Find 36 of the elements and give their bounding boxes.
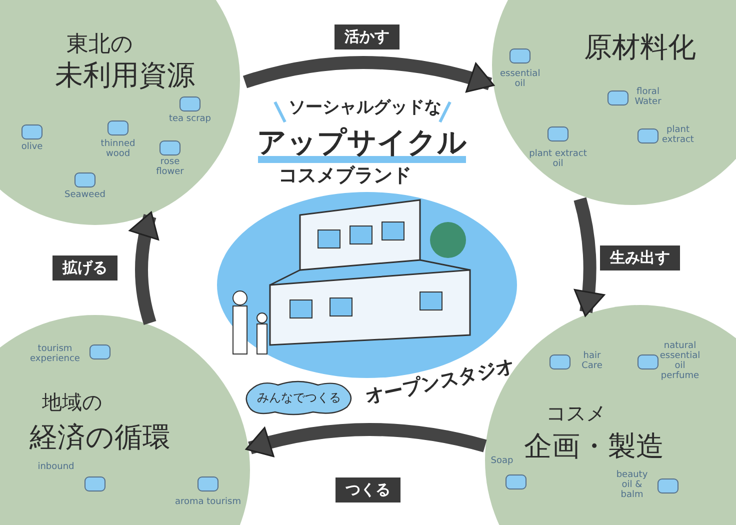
- item-caption: Soap: [490, 457, 514, 467]
- curved-arrow: [574, 197, 605, 317]
- circle-heading: 企画・製造: [524, 432, 664, 462]
- item-caption: natural essential oil perfume: [658, 342, 702, 382]
- item-caption: essential oil: [500, 70, 540, 90]
- cloud-text: みんなでつくる: [257, 391, 341, 405]
- curved-arrow: [245, 423, 487, 458]
- item-caption: plant extract oil: [528, 150, 588, 170]
- circle-heading: 原材料化: [584, 32, 696, 64]
- circle-heading: 東北の: [66, 32, 134, 58]
- studio-title: オープンスタジオ: [364, 356, 516, 408]
- item-caption: thinned wood: [100, 140, 136, 160]
- main-title: アップサイクル: [257, 127, 467, 159]
- edge-label: 活かす: [334, 24, 400, 50]
- circle-heading: 地域の: [42, 391, 102, 413]
- item-caption: olive: [20, 143, 44, 153]
- edge-label: つくる: [336, 478, 400, 502]
- item-caption: inbound: [36, 463, 76, 473]
- curved-arrow: [129, 211, 160, 325]
- item-caption: rose flower: [155, 158, 185, 178]
- curved-arrow: [243, 56, 495, 94]
- item-caption: beauty oil & balm: [615, 471, 649, 501]
- item-caption: tea scrap: [168, 115, 212, 125]
- item-caption: tourism experience: [30, 345, 80, 365]
- edge-label: 生み出す: [600, 246, 680, 270]
- subtitle: コスメブランド: [278, 166, 412, 186]
- item-caption: aroma tourism: [174, 498, 242, 508]
- item-caption: hair Care: [580, 352, 604, 372]
- subtitle: ソーシャルグッドな: [288, 98, 442, 118]
- circle-heading: コスメ: [546, 402, 606, 424]
- item-caption: plant extract: [661, 126, 695, 146]
- edge-label: 拡げる: [52, 256, 118, 280]
- circle-heading: 経済の循環: [30, 422, 170, 454]
- item-caption: floral Water: [634, 88, 662, 108]
- circle-heading: 未利用資源: [55, 60, 195, 92]
- item-caption: Seaweed: [64, 191, 106, 201]
